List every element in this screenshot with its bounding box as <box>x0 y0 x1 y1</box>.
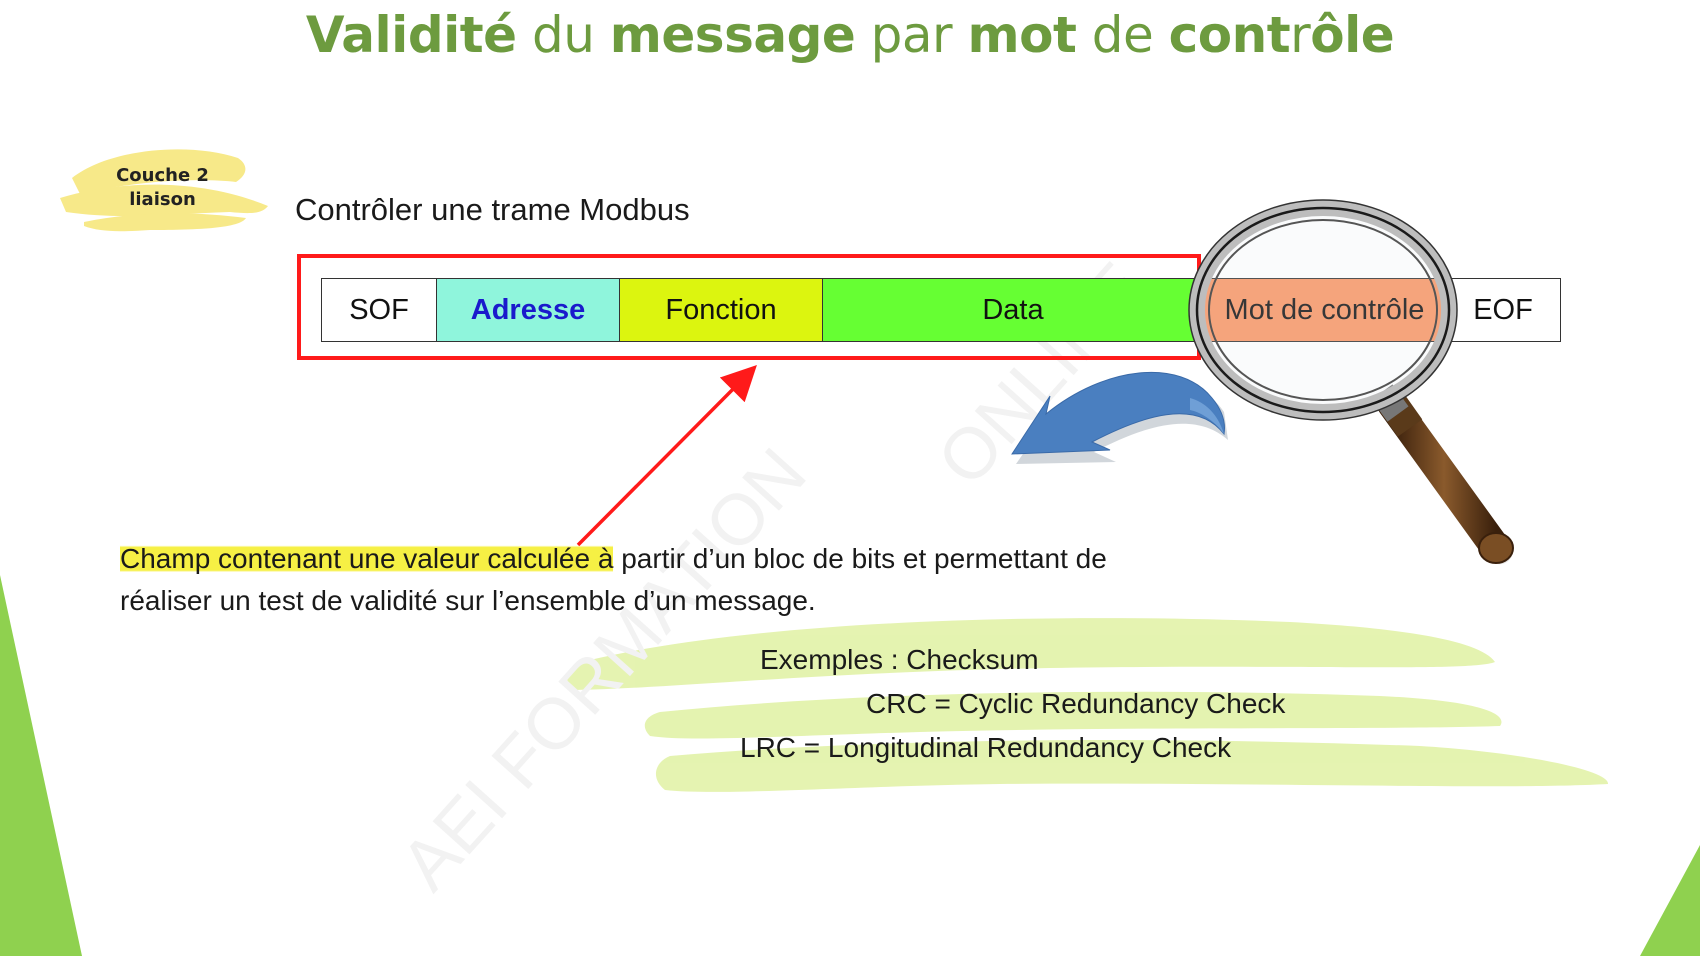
title-part: du <box>516 6 610 64</box>
example-checksum: Exemples : Checksum <box>760 644 1039 675</box>
field-fonction-label: Fonction <box>665 293 777 326</box>
field-adresse-label: Adresse <box>470 293 586 326</box>
field-eof-label: EOF <box>1473 293 1533 326</box>
layer-label-line2: liaison <box>129 189 196 210</box>
title-part: Validité <box>305 6 517 64</box>
description-highlighted: Champ contenant une valeur calculée à <box>120 543 614 574</box>
section-heading: Contrôler une trame Modbus <box>295 192 690 227</box>
title-part: cont <box>1168 6 1291 64</box>
field-data: Data <box>822 278 1204 342</box>
title-part: message <box>609 6 856 64</box>
description-line1-rest: partir d’un bloc de bits et permettant d… <box>613 543 1107 574</box>
description-text: Champ contenant une valeur calculée à pa… <box>120 538 1420 622</box>
magnifier-icon <box>1188 199 1514 565</box>
red-pointer-arrow <box>576 365 757 547</box>
layer-label: Couche 2 liaison <box>100 164 225 212</box>
field-sof-label: SOF <box>349 293 409 326</box>
slide-title: Validité du message par mot de contrôle <box>0 6 1700 64</box>
title-part: ôle <box>1310 6 1395 64</box>
left-corner-triangle <box>0 575 82 956</box>
title-part: r <box>1290 6 1311 64</box>
layer-label-line1: Couche 2 <box>116 165 209 186</box>
title-part: de <box>1076 6 1169 64</box>
field-sof: SOF <box>321 278 437 342</box>
title-part: mot <box>967 6 1077 64</box>
field-adresse: Adresse <box>436 278 620 342</box>
right-corner-triangle <box>1640 845 1700 956</box>
example-crc: CRC = Cyclic Redundancy Check <box>866 688 1286 719</box>
title-part: par <box>855 6 968 64</box>
field-data-label: Data <box>982 293 1044 326</box>
field-eof: EOF <box>1445 278 1561 342</box>
layer-label-brush <box>60 149 268 232</box>
example-lrc: LRC = Longitudinal Redundancy Check <box>740 732 1232 763</box>
examples-brush <box>567 618 1609 792</box>
blue-curved-arrow <box>1011 372 1228 464</box>
field-mot-de-controle-label: Mot de contrôle <box>1225 294 1425 327</box>
description-line2: réaliser un test de validité sur l’ensem… <box>120 585 816 616</box>
field-fonction: Fonction <box>619 278 823 342</box>
